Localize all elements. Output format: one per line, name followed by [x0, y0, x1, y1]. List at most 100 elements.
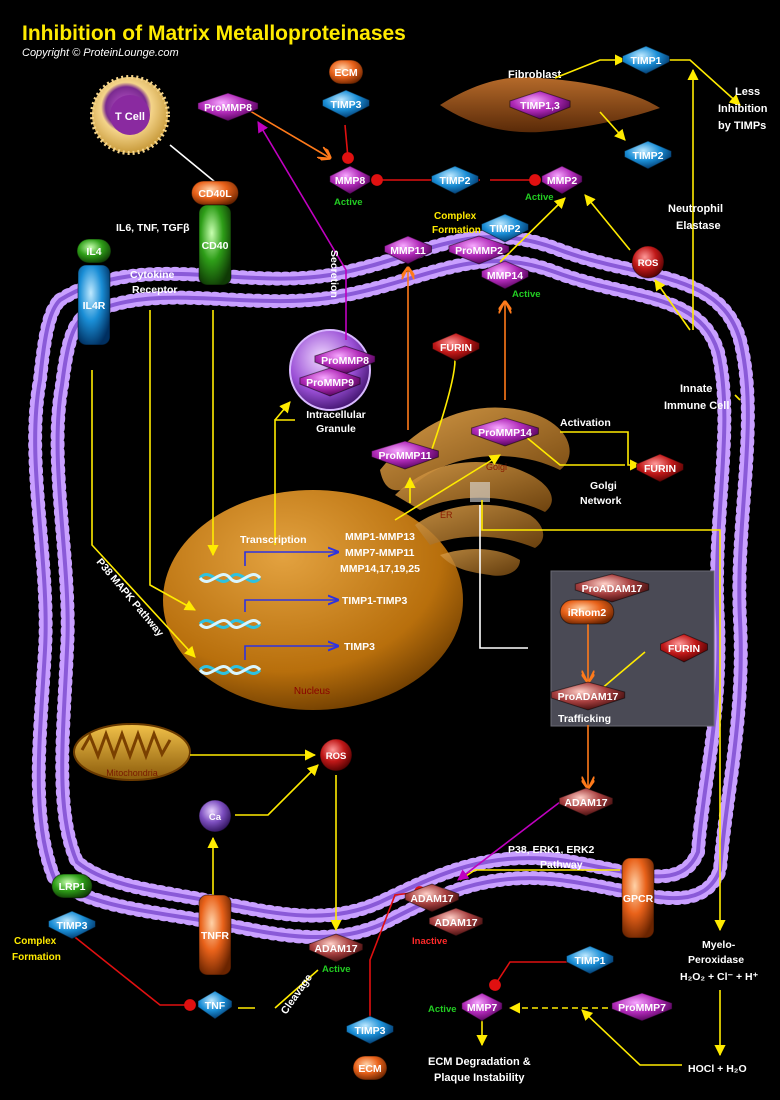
ecm-degradation-2: Plaque Instability	[434, 1072, 525, 1084]
hocl-label: HOCl + H₂O	[688, 1063, 747, 1075]
dna-helices	[198, 573, 262, 675]
node-mmp2: MMP2	[541, 165, 583, 195]
node-label-timp1-bottom: TIMP1	[575, 955, 606, 967]
node-label-tnfr: TNFR	[201, 930, 229, 942]
p38-mapk-label: P38 MAPK Pathway	[94, 556, 166, 639]
less-inhibition-3: by TIMPs	[718, 120, 766, 132]
neutrophil-elastase-2: Elastase	[676, 220, 721, 232]
complex-formation-bottom-2: Formation	[12, 952, 61, 963]
node-timp2-right: TIMP2	[624, 140, 672, 170]
node-il4: IL4	[76, 238, 112, 264]
gene-mmp14-25: MMP14,17,19,25	[340, 563, 420, 575]
myeloperoxidase-1: Myelo-	[702, 939, 736, 951]
node-mmp11: MMP11	[384, 235, 432, 265]
node-label-adam17-free: ADAM17	[564, 797, 607, 809]
mmp14-active-label: Active	[512, 289, 541, 300]
cytokine-ligands-label: IL6, TNF, TGFβ	[116, 222, 190, 234]
t-cell: T Cell	[90, 75, 170, 155]
node-proadam17-a: ProADAM17	[574, 573, 650, 603]
node-prommp11: ProMMP11	[371, 440, 439, 470]
er-label: ER	[440, 510, 453, 520]
node-label-proadam17-b: ProADAM17	[558, 691, 619, 703]
node-label-lrp1: LRP1	[59, 881, 86, 893]
node-adam17-active: ADAM17	[308, 933, 364, 963]
node-label-prommp8-top: ProMMP8	[204, 102, 252, 114]
node-label-mmp2: MMP2	[547, 175, 577, 187]
node-label-prommp9-gran: ProMMP9	[306, 377, 354, 389]
node-label-timp3-bottom: TIMP3	[355, 1025, 386, 1037]
node-label-timp2-complex: TIMP2	[490, 223, 521, 235]
node-adam17-in1: ADAM17	[404, 883, 460, 913]
ecm-degradation-1: ECM Degradation &	[428, 1056, 531, 1068]
node-timp1-bottom: TIMP1	[566, 945, 614, 975]
node-timp13-fibro: TIMP1,3	[509, 90, 571, 120]
node-prommp8-gran: ProMMP8	[314, 345, 376, 375]
adam17-active-label: Active	[322, 964, 351, 975]
trafficking-label: Trafficking	[558, 713, 611, 725]
node-timp3-bottom: TIMP3	[346, 1015, 394, 1045]
node-furin-golgi: FURIN	[636, 453, 684, 483]
node-label-prommp8-gran: ProMMP8	[321, 355, 369, 367]
node-irhom2: iRhom2	[559, 599, 615, 625]
node-label-furin-golgi: FURIN	[644, 463, 676, 475]
node-timp2-mid: TIMP2	[431, 165, 479, 195]
node-label-timp2-right: TIMP2	[633, 150, 664, 162]
node-timp2-complex: TIMP2	[481, 213, 529, 243]
node-ecm-bottom: ECM	[352, 1055, 388, 1081]
page-title: Inhibition of Matrix Metalloproteinases	[22, 22, 406, 45]
node-label-adam17-in2: ADAM17	[434, 917, 477, 929]
mitochondria: Mitochondria	[73, 723, 191, 781]
gene-mmp1-13: MMP1-MMP13	[345, 531, 415, 543]
node-prommp14: ProMMP14	[471, 417, 539, 447]
golgi-label: Golgi	[486, 462, 507, 472]
node-timp1-top: TIMP1	[622, 45, 670, 75]
node-prommp7: ProMMP7	[611, 992, 673, 1022]
less-inhibition-2: Inhibition	[718, 103, 768, 115]
gene-timp3: TIMP3	[344, 641, 375, 653]
gene-timp1-3: TIMP1-TIMP3	[342, 595, 407, 607]
granule-label-2: Granule	[316, 423, 356, 435]
node-adam17-free: ADAM17	[558, 787, 614, 817]
node-label-timp3-left: TIMP3	[57, 920, 88, 932]
node-label-timp2-mid: TIMP2	[440, 175, 471, 187]
transcription-label: Transcription	[240, 534, 307, 546]
node-label-ros-top: ROS	[638, 258, 659, 269]
mmp2-active-label: Active	[525, 192, 554, 203]
node-gpcr: GPCR	[621, 857, 655, 939]
p38-erk-2: Pathway	[540, 859, 583, 871]
node-label-adam17-in1: ADAM17	[410, 893, 453, 905]
node-ecm-top: ECM	[328, 59, 364, 85]
node-tnf: TNF	[197, 990, 233, 1020]
node-furin-top: FURIN	[432, 332, 480, 362]
node-label-il4: IL4	[86, 246, 101, 258]
node-il4r: IL4R	[77, 264, 111, 346]
connections	[65, 54, 741, 1066]
innate-immune-cell-1: Innate	[680, 383, 712, 395]
t-cell-label: T Cell	[115, 111, 145, 123]
node-cd40: CD40	[198, 204, 232, 286]
cytokine-receptor-1: Cytokine	[130, 269, 175, 281]
myeloperoxidase-3: H₂O₂ + Cl⁻ + H⁺	[680, 971, 759, 983]
node-tnfr: TNFR	[198, 894, 232, 976]
fibroblast-label: Fibroblast	[508, 69, 562, 81]
node-label-ros-mid: ROS	[326, 751, 347, 762]
mmp7-active-label: Active	[428, 1004, 457, 1015]
node-label-ca: Ca	[209, 812, 222, 823]
node-prommp9-gran: ProMMP9	[299, 367, 361, 397]
node-label-prommp14: ProMMP14	[478, 427, 532, 439]
copyright-text: Copyright © ProteinLounge.com	[22, 47, 179, 59]
complex-formation-bottom-1: Complex	[14, 936, 57, 947]
cytokine-receptor-2: Receptor	[132, 284, 178, 296]
node-label-irhom2: iRhom2	[568, 607, 607, 619]
granule-label-1: Intracellular	[306, 409, 366, 421]
node-label-mmp11: MMP11	[390, 245, 426, 257]
gene-mmp7-11: MMP7-MMP11	[345, 547, 415, 559]
node-furin-box: FURIN	[660, 633, 708, 663]
cleavage-label: Cleavage	[279, 972, 315, 1017]
node-label-cd40: CD40	[202, 240, 229, 252]
node-label-prommp11: ProMMP11	[378, 450, 431, 462]
node-adam17-in2: ADAM17	[428, 907, 484, 937]
node-timp3-top: TIMP3	[322, 89, 370, 119]
